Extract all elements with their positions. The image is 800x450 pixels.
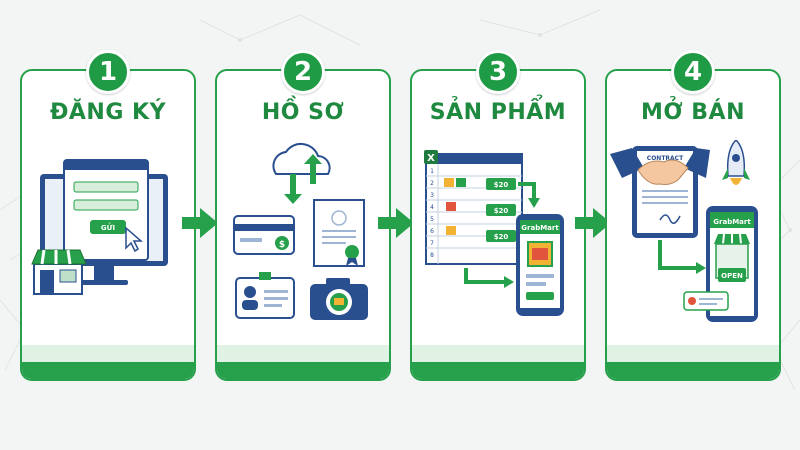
handshake-icon — [610, 148, 710, 185]
card-band-light — [607, 345, 779, 363]
card-band-light — [412, 345, 584, 363]
step-number-badge: 3 — [476, 50, 520, 94]
step-title: SẢN PHẨM — [429, 100, 567, 125]
svg-text:4: 4 — [430, 204, 434, 211]
step-number-badge: 1 — [86, 50, 130, 94]
register-form-illustration: GỬI — [31, 159, 168, 295]
app-name: GrabMart — [521, 224, 559, 232]
svg-text:1: 1 — [430, 168, 434, 175]
card-band-light — [22, 345, 194, 363]
price-tag: $20 — [494, 233, 509, 241]
certificate-icon — [313, 199, 365, 267]
rocket-icon — [722, 140, 750, 185]
svg-text:$: $ — [279, 240, 285, 250]
svg-text:8: 8 — [430, 252, 434, 259]
card-band-green — [217, 362, 389, 379]
id-card-icon — [235, 272, 295, 319]
svg-text:7: 7 — [430, 240, 434, 247]
arrow-right-icon — [182, 208, 218, 238]
step-title: HỒ SƠ — [261, 100, 345, 125]
svg-text:6: 6 — [430, 228, 434, 235]
cursor-icon — [125, 226, 144, 253]
step-title: MỞ BÁN — [641, 100, 745, 125]
cloud-upload-icon — [272, 142, 331, 204]
card-band-green — [412, 362, 584, 379]
arrow-right-icon — [575, 208, 611, 238]
camera-icon — [310, 278, 368, 320]
step-number-badge: 4 — [671, 50, 715, 94]
svg-text:2: 2 — [430, 180, 434, 187]
contract-label: CONTRACT — [647, 155, 684, 162]
step-number-badge: 2 — [281, 50, 325, 94]
card-band-green — [607, 362, 779, 379]
submit-button-label: GỬI — [101, 222, 115, 232]
price-tag: $20 — [494, 181, 509, 189]
documents-illustration: $ — [233, 142, 368, 320]
order-notification-icon — [683, 291, 729, 311]
step-title: ĐĂNG KÝ — [49, 100, 167, 125]
card-band-light — [217, 345, 389, 363]
svg-text:5: 5 — [430, 216, 434, 223]
product-spreadsheet-illustration: X 1 2 3 4 5 6 7 8 $20 $20 $20 GrabMart — [424, 150, 564, 316]
open-sign: OPEN — [721, 272, 743, 280]
open-store-illustration: CONTRACT GrabMart OPEN — [610, 140, 758, 322]
excel-icon — [424, 150, 438, 164]
svg-text:X: X — [427, 153, 435, 164]
price-tag: $20 — [494, 207, 509, 215]
arrow-right-icon — [378, 208, 414, 238]
card-band-green — [22, 362, 194, 379]
credit-card-icon: $ — [233, 215, 295, 255]
svg-text:3: 3 — [430, 192, 434, 199]
app-name: GrabMart — [713, 218, 751, 226]
signature-icon — [659, 214, 681, 224]
